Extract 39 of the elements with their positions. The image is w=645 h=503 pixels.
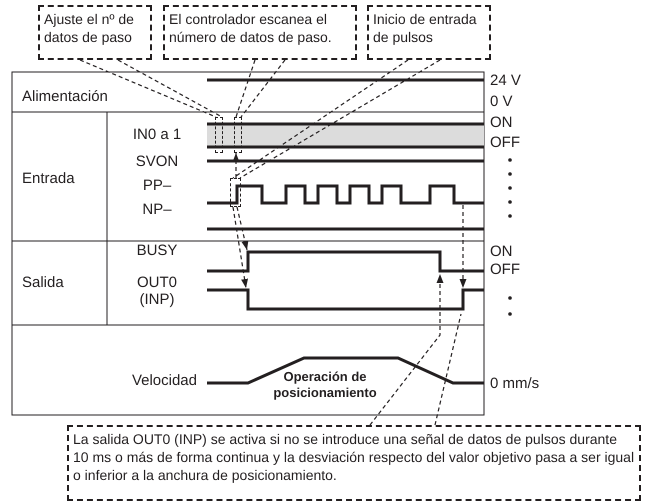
signal-name: PP– (142, 177, 172, 194)
state-level: OFF (490, 134, 520, 151)
row-label: Salida (22, 274, 64, 291)
callout-box (67, 425, 641, 501)
leader-line (240, 60, 286, 118)
row-label: Velocidad (130, 372, 197, 389)
dashed-marker-box (234, 117, 242, 153)
leader-line (232, 60, 408, 178)
arrow (232, 206, 248, 288)
callout-text: El controlador escanea el número de datos de paso. (169, 10, 333, 46)
row-label: Alimentación (22, 88, 108, 105)
signal-name: BUSY (136, 242, 178, 259)
speed-level: 0 mm/s (490, 375, 540, 392)
curve-annotation: Operación de posicionamiento (272, 369, 378, 401)
leader-line (235, 60, 256, 118)
voltage-level: 0 V (490, 93, 513, 110)
callout-text: La salida OUT0 (INP) se activa si no se introduce una señal de datos de pulsos durante 10 ms o más de forma continua y la desviación respecto del valor objetivo pasa a ser igual o inferior a la anchura de posicionamiento. (73, 430, 635, 484)
state-level: ON (490, 114, 512, 131)
row-label: Entrada (22, 170, 75, 187)
arrow (236, 206, 248, 250)
callout-text: Ajuste el nº de datos de paso (44, 10, 135, 46)
signal-name: OUT0 (INP) (136, 274, 178, 308)
callout-box (38, 5, 152, 60)
callout-box (367, 5, 491, 60)
state-level: OFF (490, 261, 520, 278)
voltage-level: 24 V (490, 72, 521, 89)
arrow (370, 274, 444, 426)
signal-name: IN0 a 1 (132, 126, 182, 143)
signal-name: SVON (134, 153, 180, 170)
leader-line (118, 59, 222, 118)
signal-name: NP– (141, 201, 173, 218)
leader-line (240, 59, 440, 179)
callout-text: Inicio de entrada de pulsos (373, 10, 478, 46)
dashed-marker-box (215, 117, 223, 153)
leader-line (434, 314, 462, 426)
arrow (232, 153, 240, 178)
callout-box (163, 5, 357, 60)
state-level: ON (490, 243, 512, 260)
dashed-marker-box (230, 178, 241, 207)
